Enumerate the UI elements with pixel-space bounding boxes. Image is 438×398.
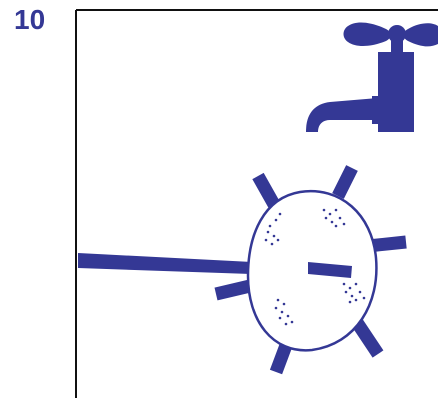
tap-handle-right-wing [404, 23, 438, 46]
stick [78, 253, 252, 274]
water-tap-icon [306, 22, 438, 132]
tap-handle-left-wing [344, 22, 391, 46]
tap-spout-collar [372, 96, 384, 124]
tap-spout [306, 98, 378, 132]
tap-stem [391, 38, 403, 52]
